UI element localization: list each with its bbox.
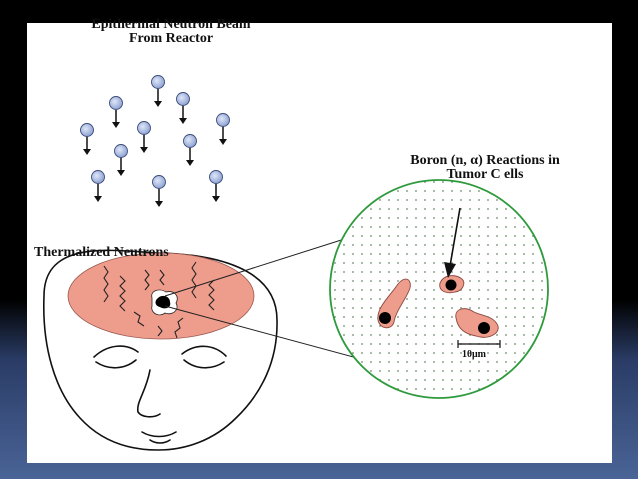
nucleus-right	[478, 322, 490, 334]
neutron-icon	[91, 170, 105, 202]
neutron-icon	[176, 92, 190, 124]
neutron-icon	[209, 170, 223, 202]
neutron-icon	[216, 113, 230, 145]
nucleus-left	[379, 312, 391, 324]
neutron-icon	[80, 123, 94, 155]
mouth	[141, 431, 177, 438]
neutron-icon	[152, 175, 166, 207]
beam-title-line1: Epithermal Neutron Beam	[91, 17, 251, 32]
thermalized-neutrons-label: Thermalized Neutrons	[34, 245, 169, 260]
neutron-icon	[114, 144, 128, 176]
boron-title-line1: Boron (n, α) Reactions in	[410, 153, 560, 168]
tumor-cell-right	[455, 308, 499, 338]
neutron-icon	[183, 134, 197, 166]
neutron-icon	[137, 121, 151, 153]
tumor-cell-left	[377, 278, 411, 329]
boron-reactions-title: Boron (n, α) Reactions in Tumor C ells	[355, 154, 615, 182]
neutron-beam-group	[80, 75, 230, 207]
beam-title-line2: From Reactor	[128, 31, 214, 46]
thermal-neutron-paths	[103, 261, 215, 339]
left-eye	[93, 345, 139, 358]
head-outline	[42, 249, 278, 451]
beam-title: Epithermal Neutron Beam From Reactor	[56, 18, 286, 46]
right-eye	[181, 345, 227, 357]
scale-bar-label: 10μm	[462, 349, 487, 360]
neutron-icon	[151, 75, 165, 107]
tumor-site	[151, 289, 178, 316]
nucleus-top	[445, 279, 457, 291]
nose	[136, 369, 161, 418]
tumor-cell-top	[439, 275, 465, 294]
boron-title-line2: Tumor C ells	[446, 167, 524, 182]
neutron-icon	[109, 96, 123, 128]
scale-bar	[457, 340, 501, 348]
magnified-view: 10μm	[329, 179, 549, 399]
boron-pointer-arrow	[444, 207, 461, 278]
face-outline	[42, 249, 278, 451]
